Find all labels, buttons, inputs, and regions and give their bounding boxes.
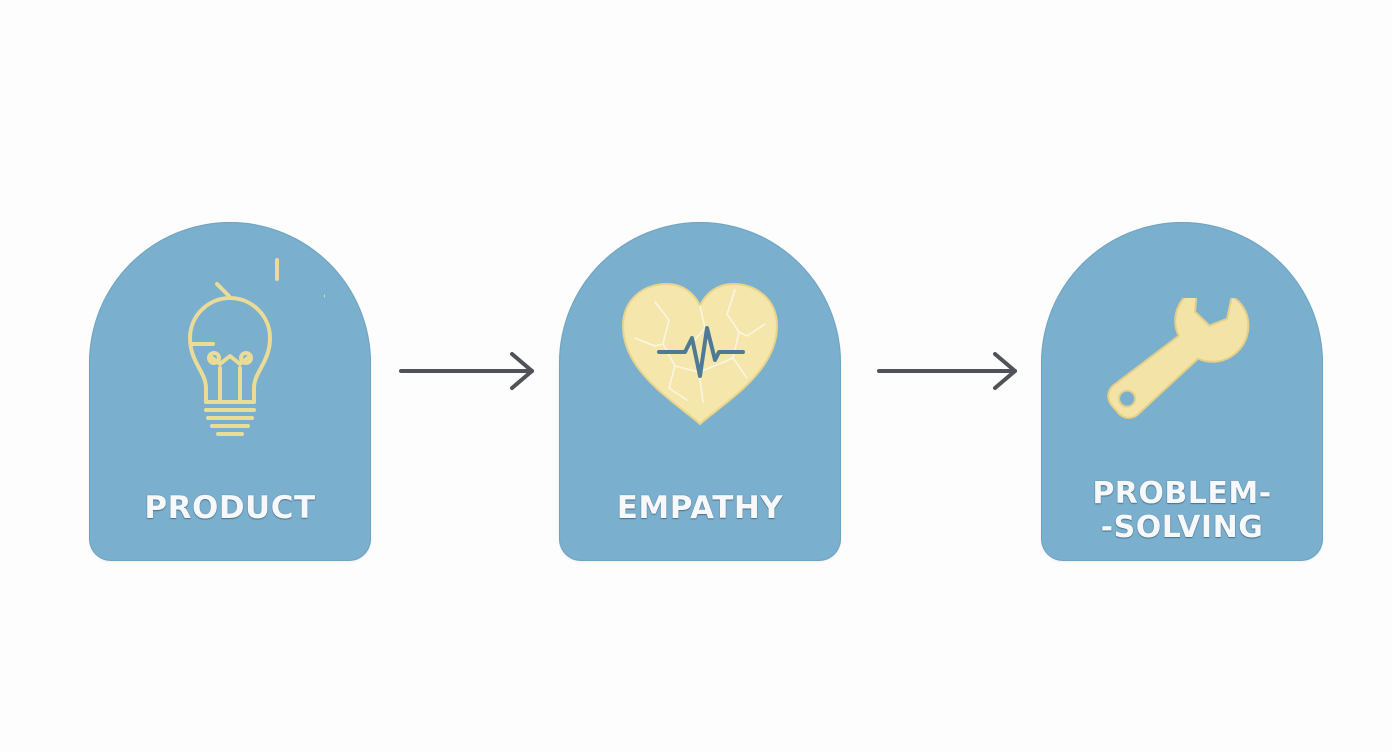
step-card-problem-solving: PROBLEM- -SOLVING <box>1041 222 1323 561</box>
arrow-right-icon <box>399 352 534 390</box>
arrow-right-icon <box>877 352 1017 390</box>
step-label-line-1: PROBLEM- <box>1092 476 1272 511</box>
lightbulb-icon <box>188 258 325 436</box>
step-label-empathy: EMPATHY <box>616 490 784 526</box>
step-card-empathy: EMPATHY <box>559 222 841 561</box>
step-card-product: PRODUCT <box>89 222 371 561</box>
step-label-line-2: -SOLVING <box>1100 510 1264 545</box>
heartbeat-heart-icon <box>621 282 779 426</box>
wrench-icon <box>1107 298 1250 419</box>
step-label-problem-solving: PROBLEM- -SOLVING <box>1041 477 1323 545</box>
step-label-product: PRODUCT <box>144 490 316 526</box>
